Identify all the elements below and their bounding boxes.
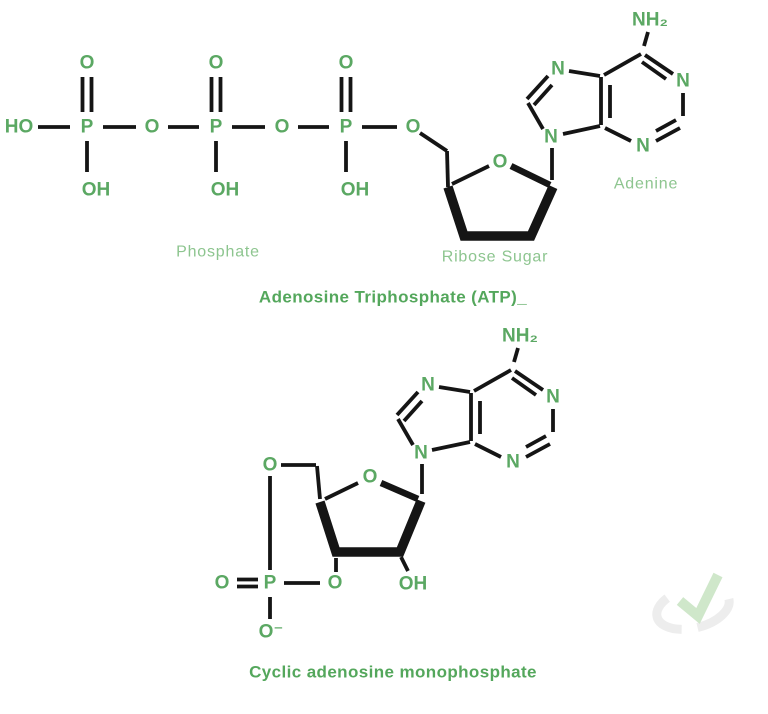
atp-atom-nh2: NH₂: [632, 10, 668, 31]
atp-ribose-bonds: [418, 131, 558, 241]
camp-title: Cyclic adenosine monophosphate: [249, 663, 537, 682]
camp-atom-o-minus: O⁻: [259, 622, 284, 643]
camp-atom-n9: N: [414, 443, 428, 464]
camp-atom-o3: O: [328, 573, 343, 594]
atp-atom-oh2: OH: [211, 180, 240, 201]
camp-atoms: O O P O O⁻ O OH N N N N NH₂: [215, 326, 560, 643]
atp-atom-o-dbl3: O: [339, 53, 354, 74]
camp-atom-n1: N: [546, 387, 560, 408]
atp-atom-p2: P: [210, 117, 223, 138]
watermark-swoosh-icon: [652, 582, 734, 634]
atp-atom-n3: N: [636, 136, 650, 157]
camp-adenine-bonds: [395, 347, 555, 459]
camp-ribose-phosphate-bonds: [237, 463, 426, 619]
camp-atom-nh2: NH₂: [502, 326, 538, 347]
atp-adenine-bonds: [525, 31, 685, 143]
camp-atom-o-ring: O: [363, 467, 378, 488]
atp-atom-ho: HO: [5, 117, 34, 138]
camp-atom-n7: N: [421, 375, 435, 396]
atp-atom-o-bridge2: O: [275, 117, 290, 138]
atp-phosphate-bonds: [38, 77, 397, 172]
atp-title: Adenosine Triphosphate (ATP)_: [259, 288, 527, 307]
ribose-sugar-label: Ribose Sugar: [442, 249, 549, 266]
camp-atom-p: P: [264, 573, 277, 594]
adenine-label: Adenine: [614, 176, 678, 193]
atp-atom-n9: N: [544, 127, 558, 148]
phosphate-label: Phosphate: [176, 244, 260, 261]
camp-atom-o-dbl: O: [215, 573, 230, 594]
atp-atom-o-ester: O: [406, 117, 421, 138]
atp-atom-oh3: OH: [341, 180, 370, 201]
atp-atom-oh1: OH: [82, 180, 111, 201]
atp-atom-p1: P: [81, 117, 94, 138]
camp-atom-oh: OH: [399, 574, 428, 595]
checkmark-icon: [676, 572, 723, 624]
camp-captions: Cyclic adenosine monophosphate: [249, 663, 537, 682]
camp-atom-o5: O: [263, 455, 278, 476]
atp-atoms: HO P O P O P O O O OH OH OH O O N N N N …: [5, 10, 690, 201]
camp-atom-n3: N: [506, 452, 520, 473]
watermark-logo: [652, 572, 734, 634]
atp-atom-o-dbl2: O: [209, 53, 224, 74]
atp-atom-n1: N: [676, 71, 690, 92]
atp-atom-o-dbl1: O: [80, 53, 95, 74]
atp-atom-o-ring: O: [493, 152, 508, 173]
atp-atom-o-bridge1: O: [145, 117, 160, 138]
atp-captions: Phosphate Ribose Sugar Adenine Adenosine…: [176, 176, 678, 307]
atp-atom-p3: P: [340, 117, 353, 138]
camp-structure: O O P O O⁻ O OH N N N N NH₂ Cyclic adeno…: [215, 326, 560, 682]
atp-atom-n7: N: [551, 59, 565, 80]
atp-structure: HO P O P O P O O O OH OH OH O O N N N N …: [5, 10, 690, 307]
